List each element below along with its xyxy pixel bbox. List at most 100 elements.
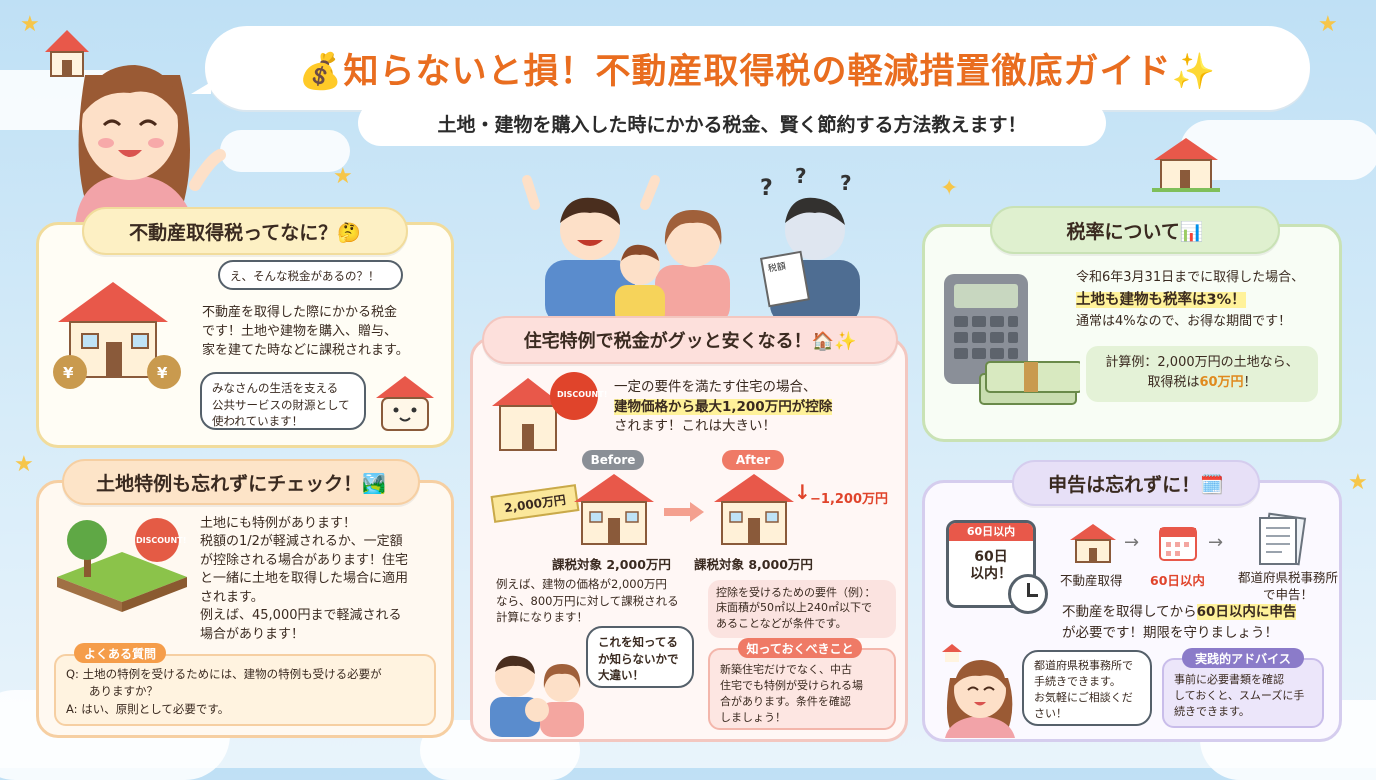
advice-box: 事前に必要書類を確認 しておくと、スムーズに手 続きできます。 [1162,658,1324,728]
faq-line: A: はい、原則として必要です。 [66,701,230,716]
speech-line: さい！ [1034,706,1067,720]
tip-line: 住宅でも特例が受けられる場 [720,678,863,692]
star-icon: ★ [14,452,34,477]
housing-example: 例えば、建物の価格が2,000万円 なら、800万円に対して課税される 計算にな… [496,576,679,626]
body-line: されます。 [200,589,264,605]
calc-text: 取得税は [1147,375,1200,391]
svg-text:?: ? [760,176,773,201]
calendar-body: 60日 以内！ [970,549,1012,582]
family-illustration: 税額 ? ? ? [522,165,860,325]
body-line: と一緒に土地を取得した場合に適用 [200,571,409,587]
before-caption: 課税対象 2,000万円 [552,557,671,572]
body-line: 場合があります！ [200,626,305,642]
before-label: Before [582,450,644,470]
svg-text:?: ? [840,171,852,195]
rate-line: 通常は4%なので、お得な期間です！ [1076,313,1292,329]
faq-line: ありますか？ [66,684,158,699]
faq-label: よくある質問 [74,643,166,663]
rate-text: 令和6年3月31日までに取得した場合、 土地も建物も税率は3%！ 通常は4%なの… [1076,268,1304,333]
bubble-line: 公共サービスの財源として [212,397,350,412]
star-icon: ★ [1348,470,1368,495]
heading-land: 土地特例も忘れずにチェック！🏞️ [62,459,420,505]
house-mascot-icon [376,376,434,431]
subtitle-banner: 土地・建物を購入した時にかかる税金、賢く節約する方法教えます！ [358,100,1106,146]
speech-line: 都道府県税事務所で [1034,659,1133,672]
house-before-icon [574,474,654,545]
clock-icon [1008,574,1048,614]
rate-highlight: 土地も建物も税率は3%！ [1076,291,1246,308]
calendar-step-icon [1159,527,1197,561]
heading-filing: 申告は忘れずに！🗓️ [1012,460,1260,506]
rate-line: 令和6年3月31日までに取得した場合、 [1076,270,1305,285]
mascot-woman-illustration [45,30,226,225]
calc-amount: 60万円 [1199,375,1244,391]
filing-highlight: 60日以内に申告 [1196,604,1297,620]
consultant-woman-illustration [942,644,1015,738]
heading-housing: 住宅特例で税金がグッと安くなる！🏠✨ [482,316,898,364]
calculator-money-illustration [944,274,1080,405]
calc-example-box: 計算例：2,000万円の土地なら、 取得税は60万円！ [1086,346,1318,402]
info-bubble-public-services: みなさんの生活を支える 公共サービスの財源として 使われています！ [200,372,366,430]
calendar-header: 60日以内 [949,523,1033,541]
house-step-icon [1070,524,1116,563]
body-line: 例えば、45,000円まで軽減される [200,608,402,624]
faq-box: Q: 土地の特例を受けるためには、建物の特例も受ける必要が ありますか？ A: … [54,654,436,726]
house-discount-illustration [492,372,598,451]
bubble-line: みなさんの生活を支える [212,381,339,395]
step-acquire: 不動産取得 [1060,573,1123,588]
heading-tax-rate-text: 税率について📊 [1066,220,1204,243]
requirement-line: 控除を受けるための要件（例）： [716,586,876,599]
example-line: なら、800万円に対して課税される [496,593,679,608]
cloud [1180,120,1376,180]
document-stack-icon [1259,512,1307,566]
advice-line: 続きできます。 [1174,704,1250,718]
arrow-right-icon: → [1124,532,1140,553]
discount-badge: DISCOUNT! [557,390,608,399]
after-caption: 課税対象 8,000万円 [694,557,813,572]
body-line: 家を建てた時などに課税されます。 [202,342,409,358]
star-icon: ★ [1318,12,1338,37]
calc-line: 計算例：2,000万円の土地なら、 [1105,355,1299,370]
arrow-right-icon [664,502,704,522]
speech-bubble-consult: 都道府県税事務所で 手続きできます。 お気軽にご相談くだ さい！ [1022,650,1152,726]
requirement-line: 床面積が50㎡以上240㎡以下で [716,601,872,615]
tax-document-label: 税額 [767,260,787,275]
speech-text: え、そんな税金があるの？！ [230,269,380,283]
down-arrow-icon: ↓ [794,480,811,504]
advice-line: 事前に必要書類を確認 [1174,673,1284,686]
house-icon [1152,138,1220,192]
land-body: 土地にも特例があります！ 税額の1/2が軽減されるか、一定額 が控除される場合が… [200,515,408,644]
heading-tax-rate: 税率について📊 [990,206,1280,254]
step-60days: 60日以内 [1150,573,1205,588]
advice-line: しておくと、スムーズに手 [1174,688,1305,702]
heading-filing-text: 申告は忘れずに！🗓️ [1048,473,1224,496]
heading-what-is-text: 不動産取得税ってなに？🤔 [129,221,361,244]
after-label: After [722,450,784,470]
example-line: 計算になります！ [496,610,588,625]
body-line: です！土地や建物を購入、贈与、 [202,323,398,339]
filing-text: 不動産を取得してから60日以内に申告 が必要です！期限を守りましょう！ [1062,602,1297,644]
heading-land-text: 土地特例も忘れずにチェック！🏞️ [96,472,386,495]
tip-line: しましょう！ [720,710,786,724]
requirement-box: 控除を受けるための要件（例）： 床面積が50㎡以上240㎡以下で あることなどが… [708,580,896,638]
requirement-line: あることなどが条件です。 [716,616,847,630]
body-line: 税額の1/2が軽減されるか、一定額 [200,534,403,550]
yen-icon: ¥ [157,364,168,382]
filing-line: が必要です！期限を守りましょう！ [1062,624,1278,641]
title-banner: 💰知らないと損！不動産取得税の軽減措置徹底ガイド✨ [191,26,1310,110]
yen-icon: ¥ [63,364,74,382]
star-icon: ★ [333,164,353,189]
speech-bubble-difference: これを知ってる か知らないかで 大違い！ [586,626,694,688]
what-is-body: 不動産を取得した際にかかる税金 です！土地や建物を購入、贈与、 家を建てた時など… [202,304,409,361]
tip-label: 知っておくべきこと [738,638,862,658]
house-money-illustration: ¥ ¥ [53,282,181,389]
calc-text: ！ [1243,375,1257,391]
faq-line: Q: 土地の特例を受けるためには、建物の特例も受ける必要が [66,667,382,681]
speech-line: お気軽にご相談くだ [1034,690,1133,704]
example-line: 例えば、建物の価格が2,000万円 [496,577,667,591]
speech-line: これを知ってる [598,635,678,649]
bubble-line: 使われています！ [212,414,304,429]
speech-line: か知らないかで [598,651,679,666]
land-plot-illustration [57,518,187,612]
star-icon: ★ [20,12,40,37]
